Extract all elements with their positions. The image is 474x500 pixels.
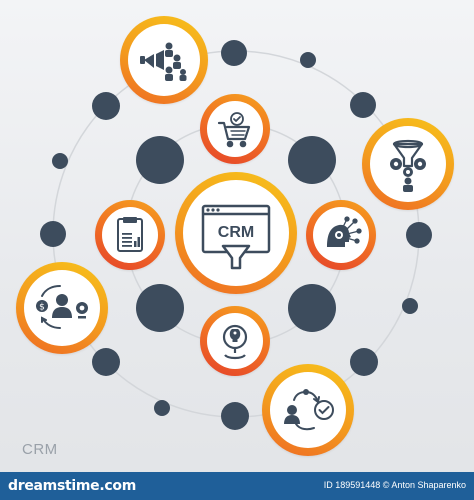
sales-funnel-gears-icon bbox=[390, 139, 426, 192]
workflow-approval-icon bbox=[284, 389, 334, 431]
megaphone-circle bbox=[120, 16, 208, 104]
dot bbox=[154, 400, 170, 416]
dot bbox=[350, 92, 376, 118]
dot bbox=[300, 52, 316, 68]
dot bbox=[136, 136, 184, 184]
report-crm-text: CRM bbox=[123, 227, 137, 233]
footer-credit-id: ID 189591448 bbox=[323, 480, 381, 490]
lightbulb-search-icon bbox=[222, 324, 248, 360]
dot bbox=[221, 40, 247, 66]
ai-head-network-icon bbox=[327, 216, 362, 247]
dot bbox=[221, 402, 249, 430]
crm-report-icon bbox=[117, 217, 143, 252]
report-circle: CRM bbox=[95, 200, 165, 270]
dot bbox=[288, 284, 336, 332]
center-crm-text: CRM bbox=[217, 224, 255, 241]
dot bbox=[402, 298, 418, 314]
funnel-circle bbox=[362, 118, 454, 210]
dot bbox=[40, 221, 66, 247]
dot bbox=[52, 153, 68, 169]
dot bbox=[350, 348, 378, 376]
dot bbox=[406, 222, 432, 248]
footer-bar: dreamstime.com ID 189591448 © Anton Shap… bbox=[0, 472, 474, 500]
ai-head-circle bbox=[306, 200, 376, 270]
dot bbox=[136, 284, 184, 332]
shopping-cart-check-icon bbox=[217, 112, 251, 148]
customer-money-exchange-icon: $ bbox=[36, 285, 88, 329]
megaphone-customers-icon bbox=[140, 42, 187, 81]
crm-browser-funnel-icon bbox=[201, 204, 271, 270]
infographic-canvas: CRM CRM bbox=[16, 16, 454, 456]
infographic-caption: CRM bbox=[22, 441, 58, 458]
dot bbox=[92, 348, 120, 376]
dot bbox=[92, 92, 120, 120]
center-crm-circle: CRM bbox=[175, 172, 297, 294]
dot bbox=[288, 136, 336, 184]
workflow-circle bbox=[262, 364, 354, 456]
svg-text:$: $ bbox=[39, 303, 45, 313]
footer-credit: ID 189591448 © Anton Shaparenko bbox=[324, 480, 466, 490]
cart-circle bbox=[200, 94, 270, 164]
lightbulb-circle bbox=[200, 306, 270, 376]
footer-brand: dreamstime.com bbox=[8, 478, 136, 494]
footer-credit-author: © Anton Shaparenko bbox=[382, 480, 466, 490]
money-exchange-circle: $ bbox=[16, 262, 108, 354]
